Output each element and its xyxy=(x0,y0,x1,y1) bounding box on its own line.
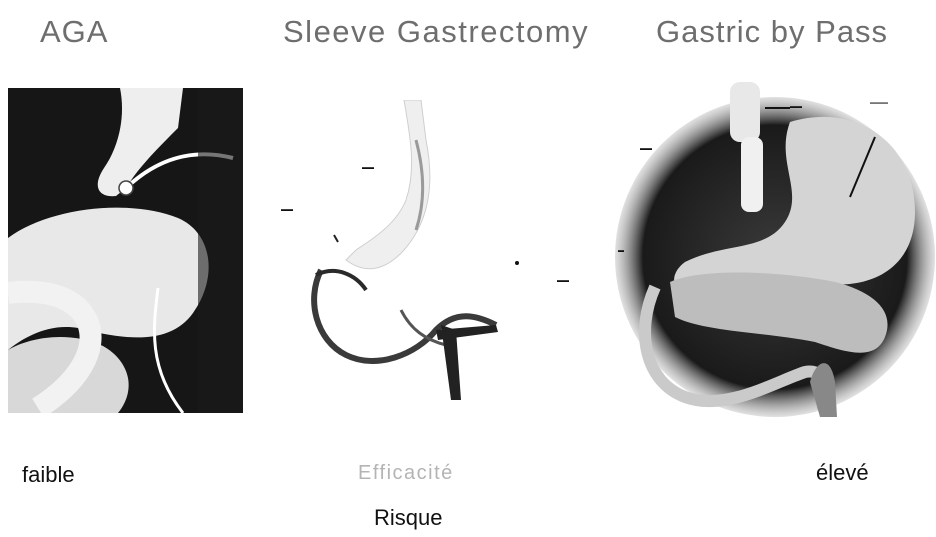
aga-illustration xyxy=(8,88,243,413)
bypass-annotation-lower: ▬ xyxy=(618,248,624,254)
bypass-illustration xyxy=(615,82,936,422)
bypass-annotation-left: ▬▬ xyxy=(640,146,652,152)
title-sleeve-gastrectomy: Sleeve Gastrectomy xyxy=(283,14,589,50)
label-faible: faible xyxy=(22,462,75,488)
sleeve-annotation-upper: ▬▬ xyxy=(362,165,374,171)
label-risque: Risque xyxy=(374,505,442,531)
sleeve-annotation-left: ▬▬ xyxy=(281,207,293,213)
sleeve-illustration xyxy=(276,100,606,400)
bypass-annotation-right: ▬▬▬ xyxy=(870,100,888,106)
label-eleve: élevé xyxy=(816,460,869,486)
sleeve-annotation-right: ▬▬ xyxy=(557,278,569,284)
bypass-annotation-top: ▬▬ xyxy=(790,104,802,110)
title-aga: AGA xyxy=(40,14,108,50)
label-efficacite: Efficacité xyxy=(358,462,454,485)
title-gastric-bypass: Gastric by Pass xyxy=(656,14,888,50)
